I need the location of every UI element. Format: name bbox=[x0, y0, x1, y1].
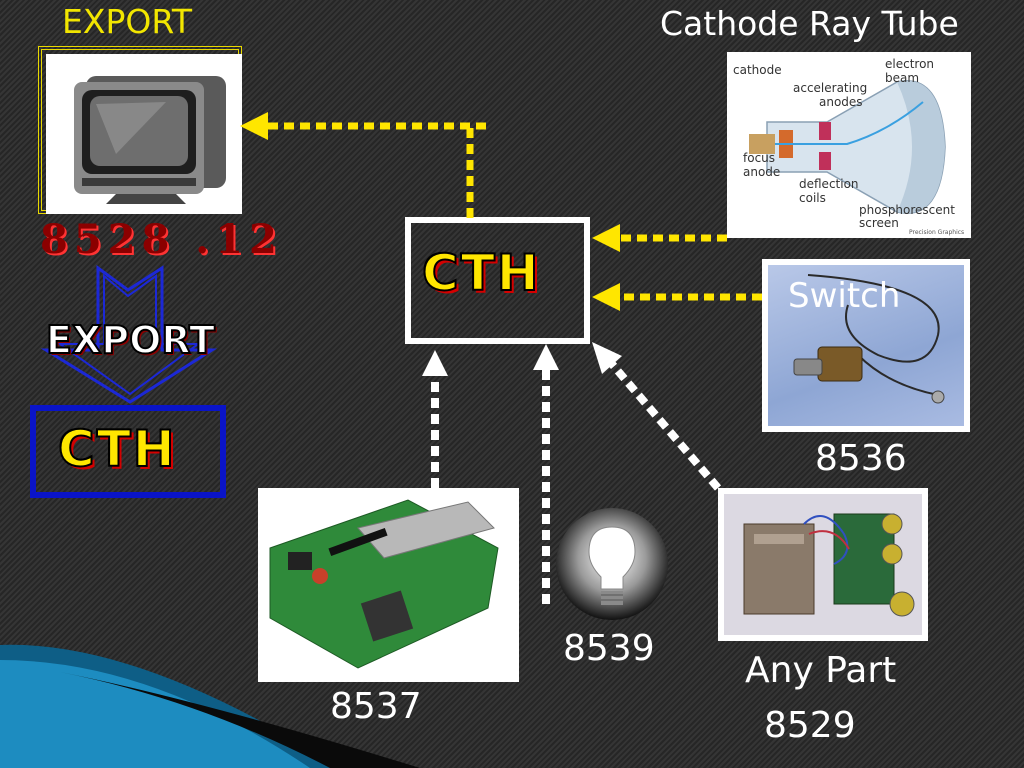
arrow-switch-to-cth bbox=[592, 283, 762, 311]
crt-diagram: cathode accelerating anodes electron bea… bbox=[727, 52, 971, 238]
crt-label-focus: focus bbox=[743, 151, 775, 165]
cth-main-label: CTH bbox=[421, 243, 541, 303]
arrow-crt-to-cth bbox=[592, 224, 727, 252]
arrow-board-to-cth bbox=[422, 350, 448, 488]
any-part-label: Any Part bbox=[745, 650, 897, 691]
circuit-board-image-frame bbox=[258, 488, 519, 682]
arrow-part-to-cth bbox=[592, 342, 722, 491]
circuit-board-code: 8537 bbox=[330, 686, 422, 727]
cth-main-box bbox=[405, 217, 590, 344]
crt-label-accelerating: accelerating bbox=[793, 81, 867, 95]
switch-label: Switch bbox=[788, 276, 901, 316]
tv-image-frame bbox=[38, 46, 242, 214]
crt-label-beam: beam bbox=[885, 71, 919, 85]
crt-label-phosphorescent: phosphorescent bbox=[859, 203, 955, 217]
circuit-board-icon bbox=[269, 499, 499, 669]
cathode-ray-tube-icon: cathode accelerating anodes electron bea… bbox=[733, 57, 964, 236]
crt-label-anode: anode bbox=[743, 165, 780, 179]
switch-image bbox=[768, 265, 964, 426]
export-word: EXPORT bbox=[45, 317, 216, 363]
switch-component-icon bbox=[793, 274, 945, 404]
arrow-cth-to-tv bbox=[240, 112, 486, 218]
crt-title: Cathode Ray Tube bbox=[660, 4, 959, 43]
any-part-code: 8529 bbox=[764, 705, 856, 746]
export-code: 8528 .12 bbox=[40, 216, 283, 263]
crt-label-credit: Precision Graphics bbox=[909, 229, 964, 236]
crt-label-electron: electron bbox=[885, 57, 934, 71]
light-bulb-icon bbox=[556, 508, 668, 620]
crt-label-deflection: deflection bbox=[799, 177, 859, 191]
crt-label-coils: coils bbox=[799, 191, 826, 205]
cth-small-label: CTH bbox=[57, 419, 177, 479]
switch-code: 8536 bbox=[815, 438, 907, 479]
television-icon bbox=[46, 54, 242, 214]
crt-label-cathode: cathode bbox=[733, 63, 782, 77]
electronic-part-icon bbox=[743, 513, 915, 617]
cth-small-box bbox=[30, 405, 226, 498]
crt-label-anodes: anodes bbox=[819, 95, 863, 109]
bulb-code: 8539 bbox=[563, 628, 655, 669]
crt-label-screen: screen bbox=[859, 216, 899, 230]
corner-swoosh bbox=[0, 644, 420, 768]
export-title: EXPORT bbox=[62, 2, 193, 41]
arrow-bulb-to-cth bbox=[533, 344, 559, 604]
any-part-image bbox=[724, 494, 922, 635]
